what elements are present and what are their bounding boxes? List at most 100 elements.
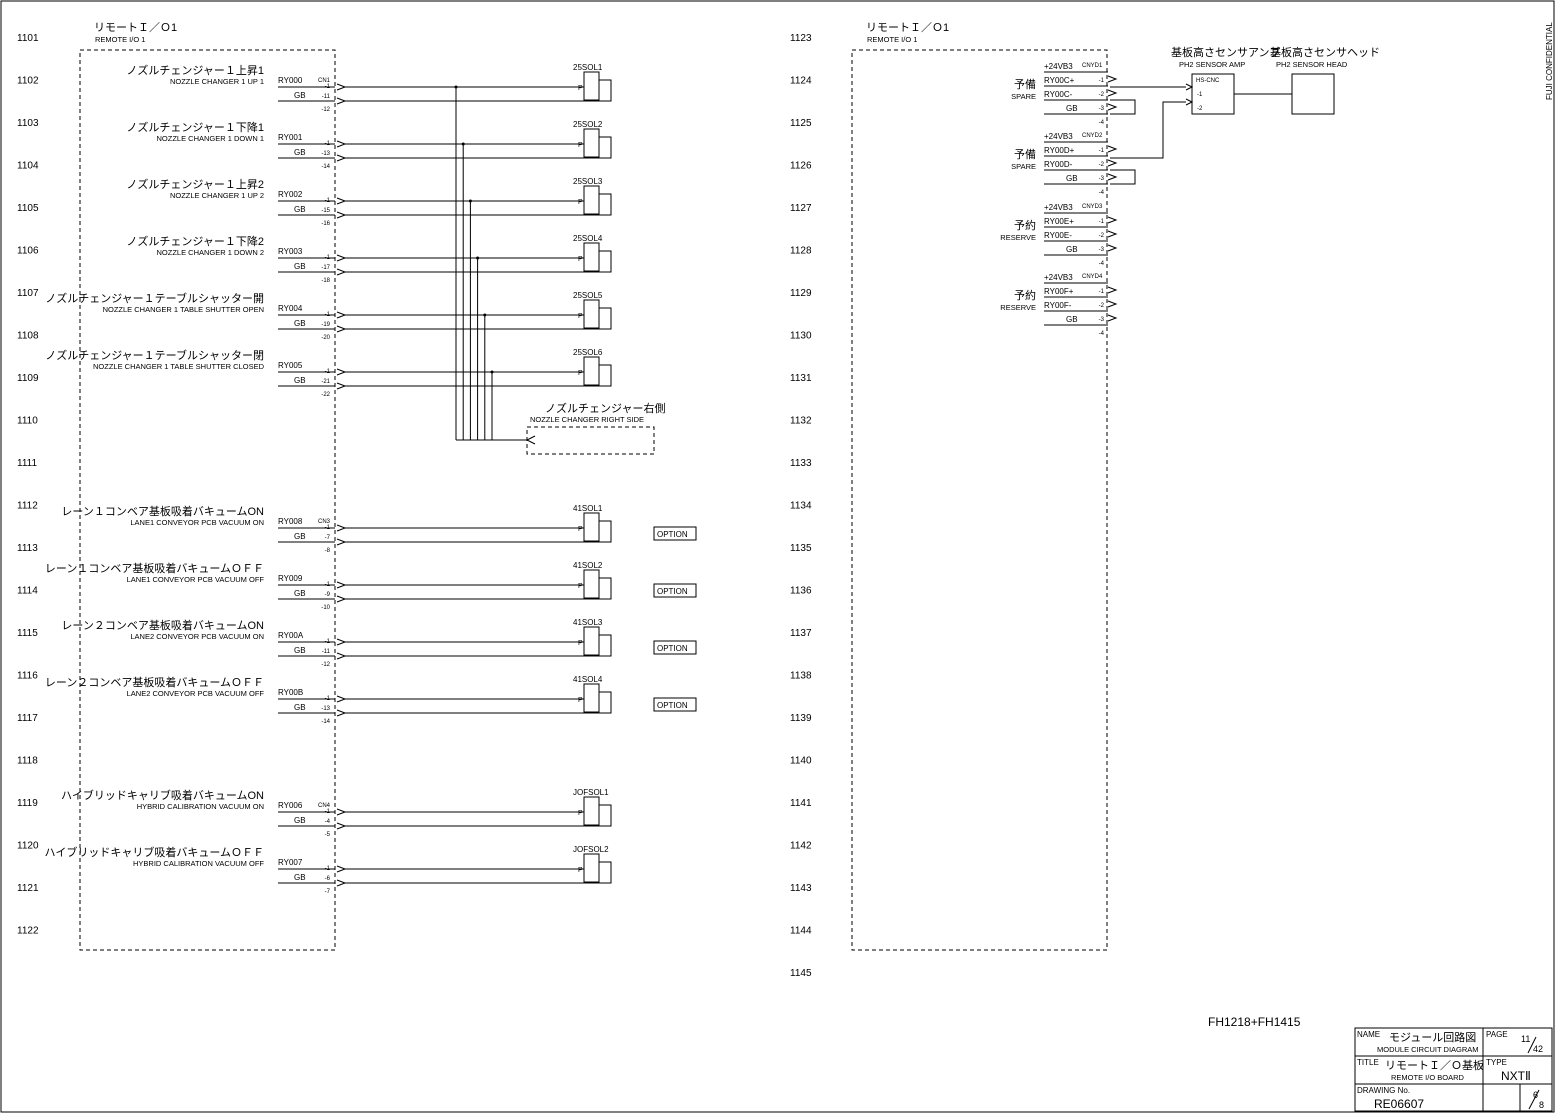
solenoid-port: P — [578, 526, 583, 533]
connector-arrow — [1107, 103, 1118, 111]
ground-label: GB — [294, 319, 306, 328]
right-side-label-jp: ノズルチェンジャー右側 — [545, 401, 665, 415]
title-title-jp: リモートＩ／Ｏ基板 — [1385, 1058, 1484, 1072]
connector-arrow — [336, 865, 347, 873]
pin-label: -1 — [1099, 148, 1105, 154]
row-number: 1114 — [17, 586, 38, 597]
pin-label: -1 — [1099, 78, 1105, 84]
remote-io-title-left-en: REMOTE I/O 1 — [95, 35, 145, 44]
pin-label: -1 — [325, 696, 331, 702]
connector-arrow — [336, 538, 347, 546]
row-number: 1126 — [790, 161, 812, 172]
row-number: 1106 — [17, 246, 39, 257]
remote-io-title-right-jp: リモートＩ／Ｏ1 — [866, 21, 949, 34]
solenoid-return-wire — [345, 520, 612, 543]
row-number: 1108 — [17, 331, 39, 342]
row-number: 1115 — [17, 628, 38, 639]
connector-arrow — [336, 368, 347, 376]
signal-name: RY000 — [278, 76, 303, 85]
sensor-amp-en: PH2 SENSOR AMP — [1179, 60, 1245, 69]
row-number: 1137 — [790, 628, 812, 639]
row-number: 1140 — [790, 756, 812, 767]
row-number: 1129 — [790, 288, 812, 299]
row-numbers-right: 1123112411251126112711281129113011311132… — [790, 33, 812, 979]
row-number: 1104 — [17, 161, 39, 172]
option-label: OPTION — [657, 530, 688, 539]
function-label-jp: レーン２コンベア基板吸着バキュームＯＦＦ — [45, 675, 264, 689]
row-number: 1142 — [790, 841, 812, 852]
function-label-en: NOZZLE CHANGER 1 TABLE SHUTTER OPEN — [103, 305, 264, 314]
row-number: 1112 — [17, 501, 38, 512]
connector-name: CN4 — [318, 803, 331, 809]
pin-label: -19 — [321, 322, 330, 328]
title-title-label: TITLE — [1357, 1058, 1379, 1067]
function-label-en: HYBRID CALIBRATION VACUUM ON — [137, 802, 264, 811]
pin-label: -13 — [321, 706, 330, 712]
row-number: 1143 — [790, 883, 812, 894]
pin-label: -17 — [321, 265, 330, 271]
connector-name: CN3 — [318, 519, 331, 525]
row-number: 1118 — [17, 756, 38, 767]
title-page-num: 11 — [1521, 1034, 1530, 1044]
function-label-en: HYBRID CALIBRATION VACUUM OFF — [133, 859, 264, 868]
remote-io-title-right-en: REMOTE I/O 1 — [867, 35, 917, 44]
remote-io-box-right — [851, 49, 1108, 951]
connector-arrow — [336, 325, 347, 333]
connector-arrow — [336, 211, 347, 219]
ground-loop — [1110, 169, 1136, 185]
row-number: 1123 — [790, 33, 812, 44]
pin-label: -15 — [321, 208, 330, 214]
board-note: FH1218+FH1415 — [1208, 1015, 1301, 1029]
row-number: 1111 — [17, 458, 37, 469]
pin-label: -1 — [325, 809, 331, 815]
row-number: 1144 — [790, 926, 812, 937]
pin-label: -1 — [325, 141, 331, 147]
solenoid-valve — [583, 299, 600, 329]
row-number: 1102 — [17, 76, 39, 87]
connector-arrow — [336, 695, 347, 703]
connector-arrow — [336, 140, 347, 148]
signal-name: RY006 — [278, 801, 303, 810]
function-label-en: RESERVE — [1000, 233, 1036, 242]
title-name-en: MODULE CIRCUIT DIAGRAM — [1377, 1045, 1479, 1054]
solenoid-valve — [583, 683, 600, 713]
solenoid-name: JOFSOL2 — [573, 845, 609, 854]
row-number: 1110 — [17, 416, 38, 427]
function-label-en: NOZZLE CHANGER 1 UP 2 — [170, 191, 264, 200]
pin-label: -1 — [325, 639, 331, 645]
sensor-amp-jp: 基板高さセンサアンプ — [1171, 45, 1280, 59]
option-box — [653, 583, 697, 598]
pin-label: -16 — [321, 221, 330, 227]
ground-label: GB — [294, 262, 306, 271]
connector-arrow — [1107, 159, 1118, 167]
solenoid-valve — [583, 626, 600, 656]
pin-label: -6 — [325, 876, 331, 882]
connector-arrow — [336, 154, 347, 162]
function-label-jp: ハイブリッドキャリブ吸着バキュームＯＦＦ — [45, 845, 264, 859]
function-label-en: NOZZLE CHANGER 1 DOWN 1 — [156, 134, 264, 143]
pin-label: -4 — [1099, 261, 1105, 267]
ground-label: GB — [294, 532, 306, 541]
ground-label: GB — [294, 148, 306, 157]
power-label: +24VB3 — [1044, 62, 1073, 71]
solenoid-port: P — [578, 256, 583, 263]
ground-label: GB — [294, 376, 306, 385]
connector-arrow — [336, 709, 347, 717]
pin-label: -20 — [321, 335, 330, 341]
row-number: 1116 — [17, 671, 38, 682]
solenoid-port: P — [578, 583, 583, 590]
row-number: 1107 — [17, 288, 39, 299]
signal-name: RY001 — [278, 133, 303, 142]
title-type-value: NXTⅡ — [1501, 1069, 1531, 1083]
solenoid-name: 41SOL2 — [573, 561, 603, 570]
function-label-en: LANE1 CONVEYOR PCB VACUUM OFF — [127, 575, 265, 584]
solenoid-return-wire — [345, 577, 612, 600]
